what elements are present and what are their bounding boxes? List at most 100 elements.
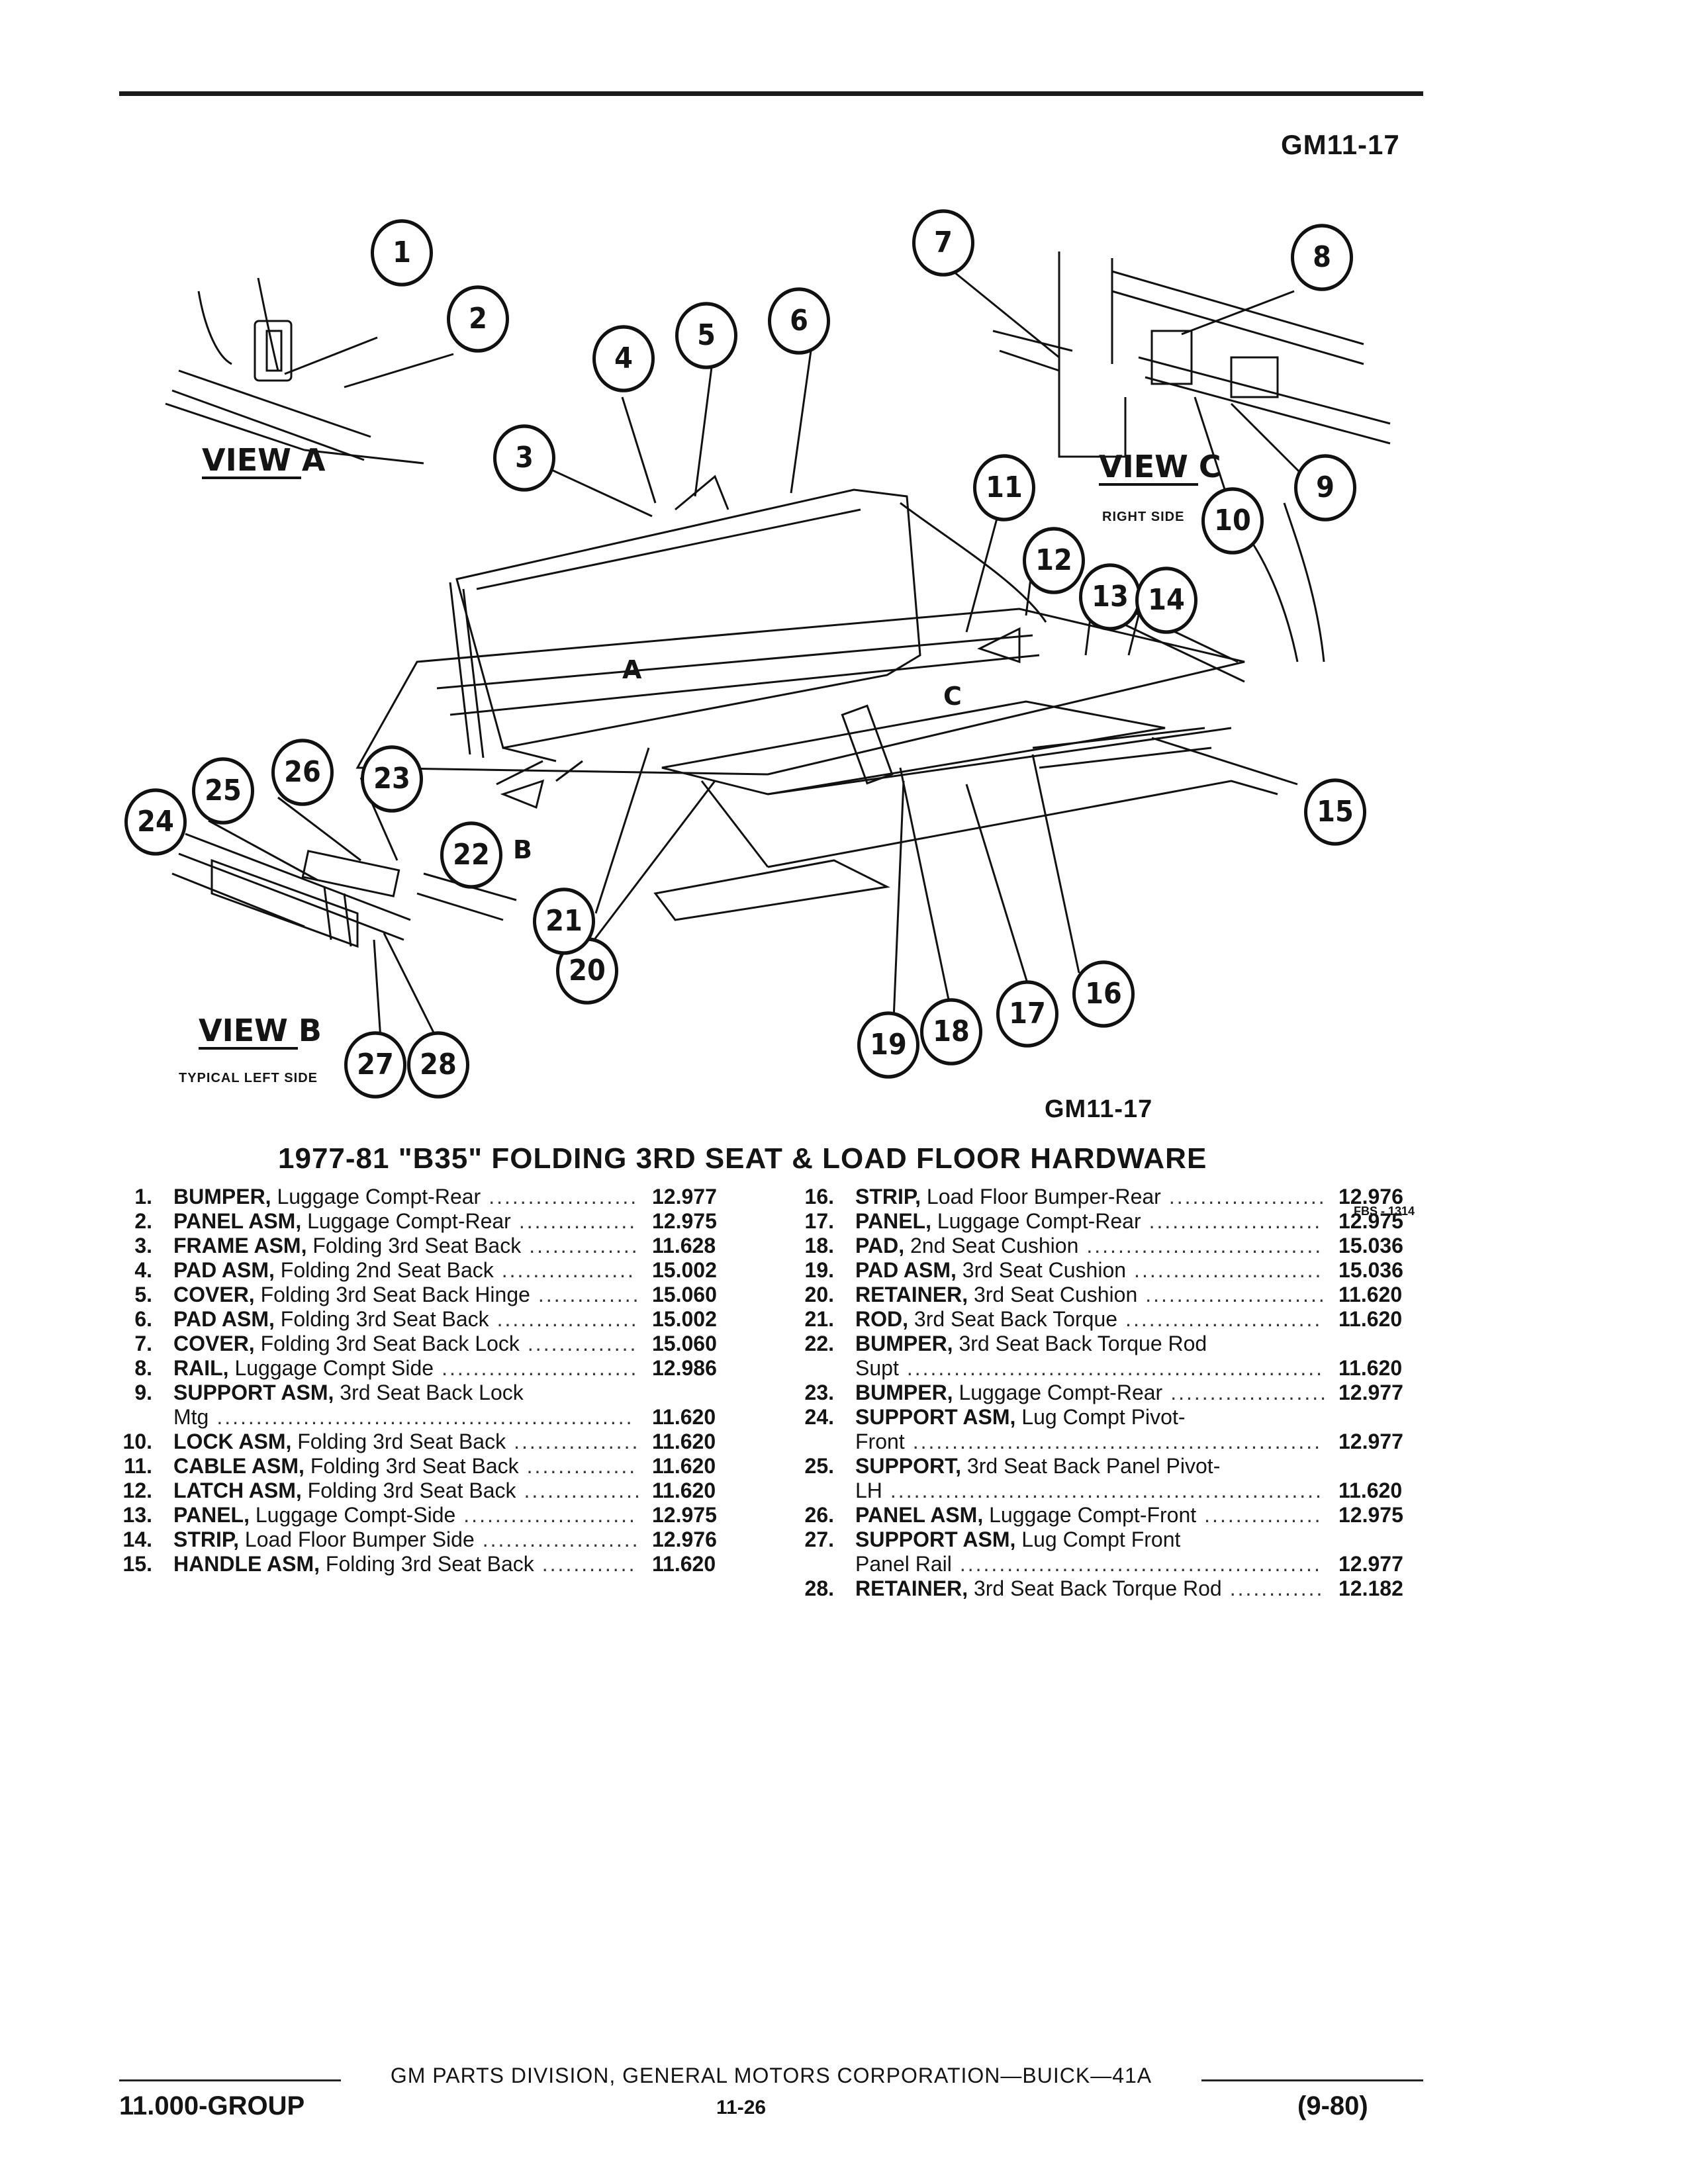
part-name: PANEL, bbox=[173, 1503, 250, 1527]
part-name: BUMPER, bbox=[173, 1185, 271, 1208]
part-name: PANEL, bbox=[855, 1209, 931, 1233]
leader-dots: ................ bbox=[514, 1430, 640, 1453]
parts-row: 9. SUPPORT ASM, 3rd Seat Back Lock bbox=[113, 1381, 735, 1405]
callout-14: 14 bbox=[1135, 567, 1197, 634]
callout-18: 18 bbox=[920, 998, 982, 1066]
leader-dots: ........................................… bbox=[959, 1552, 1322, 1576]
part-name: STRIP, bbox=[855, 1185, 921, 1208]
part-name: RAIL, bbox=[173, 1356, 229, 1380]
part-desc-text: 3rd Seat Back Lock bbox=[334, 1381, 524, 1404]
leader-dots: ........................................… bbox=[890, 1479, 1323, 1502]
part-group-number: 12.976 bbox=[652, 1527, 717, 1551]
footer-rule-right bbox=[1201, 2079, 1423, 2081]
leader-dots: ............ bbox=[541, 1552, 637, 1576]
part-desc-text: Supt bbox=[855, 1356, 899, 1380]
part-description: COVER, Folding 3rd Seat Back Lock bbox=[173, 1332, 520, 1356]
part-desc-text: 3rd Seat Back Torque Rod bbox=[968, 1576, 1222, 1600]
part-desc-text: Luggage Compt-Rear bbox=[931, 1209, 1141, 1233]
drawing-code: FBS - 1314 bbox=[1354, 1205, 1415, 1218]
footer-rule-left bbox=[119, 2079, 341, 2081]
leader-dots: ............... bbox=[518, 1209, 637, 1233]
part-desc-text: LH bbox=[855, 1479, 882, 1502]
part-description: SUPPORT ASM, 3rd Seat Back Lock bbox=[173, 1381, 524, 1405]
part-desc-text: Folding 3rd Seat Back bbox=[274, 1307, 489, 1331]
part-description: PANEL, Luggage Compt-Side bbox=[173, 1503, 455, 1527]
leader-dots: .................. bbox=[496, 1307, 639, 1331]
part-number: 13. bbox=[122, 1503, 152, 1527]
parts-row: 25.SUPPORT, 3rd Seat Back Panel Pivot- bbox=[794, 1454, 1430, 1479]
footer-publisher: GM PARTS DIVISION, GENERAL MOTORS CORPOR… bbox=[390, 2064, 1152, 2087]
part-group-number: 12.977 bbox=[652, 1185, 717, 1208]
parts-row: 22.BUMPER, 3rd Seat Back Torque Rod bbox=[794, 1332, 1430, 1356]
leader-dots: .................... bbox=[1168, 1185, 1327, 1208]
part-group-number: 15.036 bbox=[1338, 1234, 1403, 1257]
part-desc-text: Lug Compt Pivot- bbox=[1015, 1405, 1186, 1429]
part-name: SUPPORT ASM, bbox=[855, 1405, 1016, 1429]
part-name: PAD ASM, bbox=[855, 1258, 957, 1282]
leader-dots: .............. bbox=[526, 1454, 637, 1478]
part-group-number: 11.620 bbox=[652, 1552, 716, 1576]
part-group-number: 12.975 bbox=[652, 1209, 717, 1233]
part-number: 17. bbox=[804, 1209, 834, 1233]
part-name: COVER, bbox=[173, 1283, 255, 1306]
part-number: 2. bbox=[134, 1209, 152, 1233]
part-number: 9. bbox=[134, 1381, 152, 1404]
part-group-number: 11.620 bbox=[652, 1454, 716, 1478]
arrow-letter-c: C bbox=[943, 682, 962, 711]
part-number: 1. bbox=[134, 1185, 152, 1208]
callout-16: 16 bbox=[1072, 960, 1135, 1028]
part-number: 8. bbox=[134, 1356, 152, 1380]
part-name: PAD ASM, bbox=[173, 1307, 275, 1331]
callout-13: 13 bbox=[1079, 563, 1141, 631]
leader-dots: ........................................… bbox=[906, 1356, 1325, 1380]
callout-21: 21 bbox=[533, 887, 595, 955]
part-desc-text: Luggage Compt-Front bbox=[983, 1503, 1197, 1527]
leader-dots: ......................... bbox=[1125, 1307, 1323, 1331]
part-description: RETAINER, 3rd Seat Cushion bbox=[855, 1283, 1137, 1307]
callout-5: 5 bbox=[675, 302, 737, 369]
main-seat-sketch bbox=[355, 475, 1325, 921]
leader-dots: ............... bbox=[1204, 1503, 1323, 1527]
leader-dots: ............. bbox=[538, 1283, 641, 1306]
part-number: 27. bbox=[804, 1527, 834, 1551]
part-desc-text: Folding 3rd Seat Back Lock bbox=[254, 1332, 520, 1355]
view-b-underline bbox=[199, 1047, 298, 1050]
callout-23: 23 bbox=[361, 745, 423, 813]
leader-dots: ...................... bbox=[463, 1503, 637, 1527]
view-c-underline bbox=[1099, 483, 1198, 486]
view-b-label: VIEW B bbox=[199, 1013, 322, 1048]
part-description: LOCK ASM, Folding 3rd Seat Back bbox=[173, 1430, 506, 1454]
part-description: PANEL, Luggage Compt-Rear bbox=[855, 1209, 1141, 1234]
part-name: BUMPER, bbox=[855, 1381, 953, 1404]
parts-list-left: 1. BUMPER, Luggage Compt-Rear 12.977......… bbox=[113, 1185, 735, 1576]
leader-dots: ............... bbox=[524, 1479, 642, 1502]
footer-date: (9-80) bbox=[1297, 2091, 1368, 2120]
part-group-number: 12.182 bbox=[1338, 1576, 1403, 1600]
callout-27: 27 bbox=[344, 1031, 406, 1099]
part-description: FRAME ASM, Folding 3rd Seat Back bbox=[173, 1234, 521, 1258]
section-title: 1977-81 "B35" FOLDING 3RD SEAT & LOAD FL… bbox=[278, 1142, 1207, 1175]
part-description: BUMPER, 3rd Seat Back Torque Rod bbox=[855, 1332, 1207, 1356]
part-desc-text: Folding 3rd Seat Back Hinge bbox=[254, 1283, 530, 1306]
part-desc-text: Load Floor Bumper Side bbox=[239, 1527, 475, 1551]
view-a-label: VIEW A bbox=[202, 442, 326, 478]
part-description: Supt bbox=[855, 1356, 899, 1381]
figure-code-top: GM11-17 bbox=[1281, 129, 1400, 160]
part-description: PAD ASM, Folding 2nd Seat Back bbox=[173, 1258, 494, 1283]
leader-dots: .............. bbox=[529, 1234, 639, 1257]
part-number: 24. bbox=[804, 1405, 834, 1429]
part-group-number: 11.620 bbox=[1338, 1356, 1403, 1380]
part-group-number: 15.060 bbox=[652, 1283, 717, 1306]
part-group-number: 12.977 bbox=[1338, 1430, 1403, 1453]
part-description: CABLE ASM, Folding 3rd Seat Back bbox=[173, 1454, 519, 1479]
view-c-label: VIEW C bbox=[1099, 449, 1221, 484]
leader-dots: ............ bbox=[1229, 1576, 1325, 1600]
part-description: BUMPER, Luggage Compt-Rear bbox=[173, 1185, 481, 1209]
callout-28: 28 bbox=[407, 1031, 469, 1099]
